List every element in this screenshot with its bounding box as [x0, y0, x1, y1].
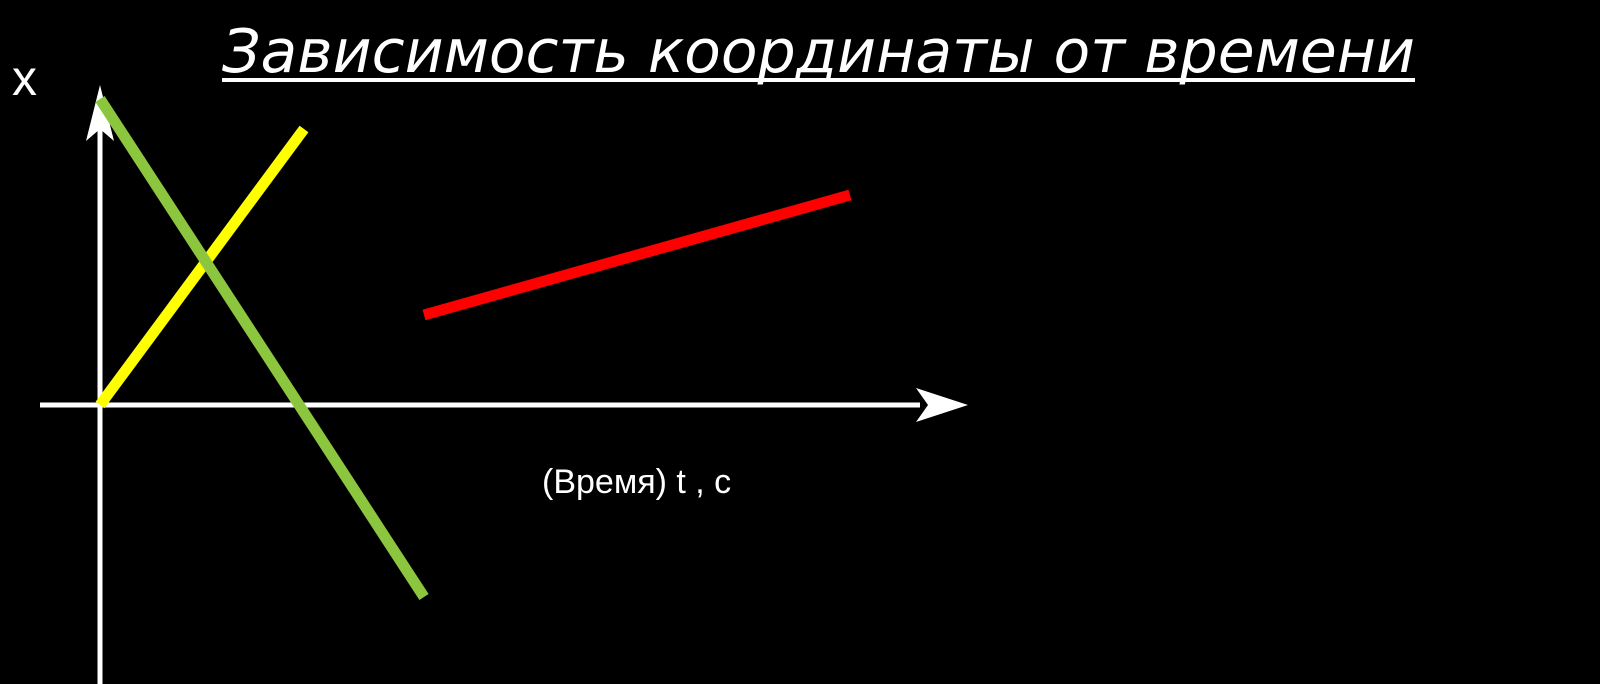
- y-axis-label: x: [12, 50, 37, 106]
- chart-title: Зависимость координаты от времени: [222, 17, 1415, 87]
- series-line-2: [95, 96, 429, 600]
- series-group: [95, 96, 852, 600]
- x-axis-arrow-icon: [916, 388, 968, 422]
- series-line-3: [422, 189, 852, 321]
- series-line-1: [95, 125, 309, 409]
- x-axis-label: (Время) t , с: [542, 463, 731, 501]
- y-axis-arrow-icon: [86, 85, 114, 141]
